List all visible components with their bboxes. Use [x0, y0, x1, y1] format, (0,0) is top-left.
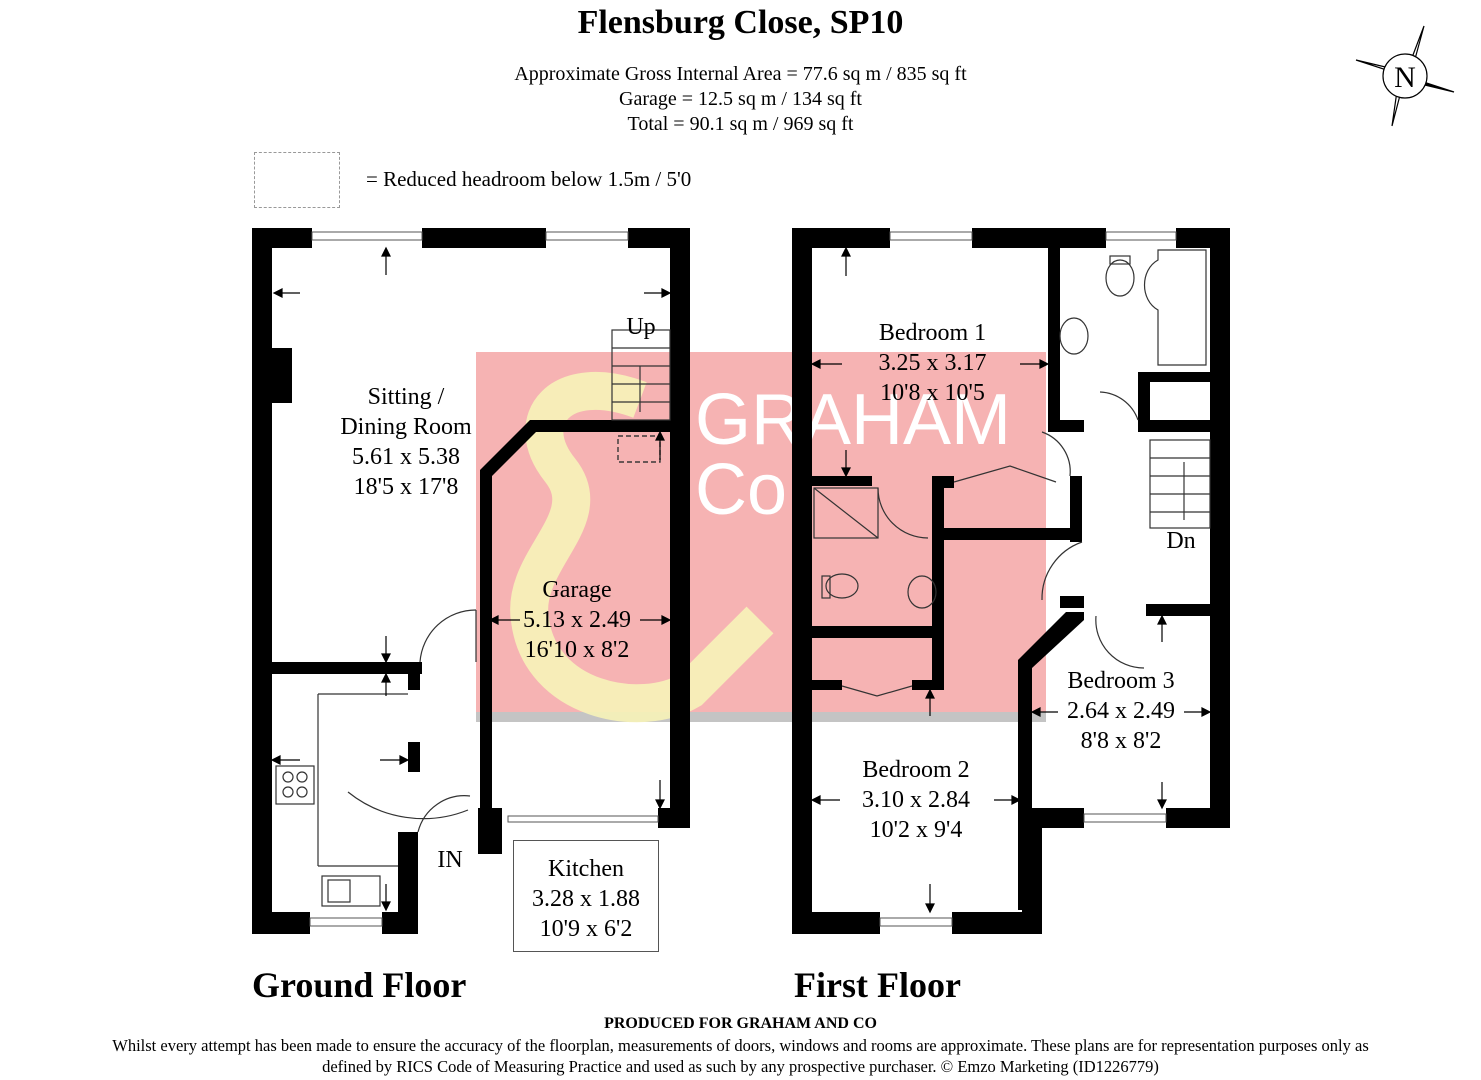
room-imperial: 10'2 x 9'4 [869, 817, 963, 843]
watermark-text-graham: GRAHAM [695, 380, 1011, 460]
room-metric: 5.13 x 2.49 [523, 607, 631, 633]
room-name: Bedroom 1 [878, 320, 987, 346]
room-imperial: 8'8 x 8'2 [1080, 728, 1162, 754]
room-label-sitting-dining: Sitting / Dining Room 5.61 x 5.38 18'5 x… [322, 382, 490, 502]
room-label-bedroom-2: Bedroom 2 3.10 x 2.84 10'2 x 9'4 [836, 755, 996, 845]
room-metric: 5.61 x 5.38 [352, 444, 460, 470]
ground-floor-label: Ground Floor [252, 965, 467, 1005]
first-floor-walls [792, 228, 1230, 934]
first-floor-fixtures [617, 249, 1211, 697]
room-name: Bedroom 2 [862, 757, 970, 783]
room-metric: 3.28 x 1.88 [532, 886, 640, 912]
room-name: Dining Room [340, 414, 472, 440]
room-name: Bedroom 3 [1067, 668, 1175, 694]
footer-disclaimer: Whilst every attempt has been made to en… [112, 1036, 1369, 1076]
garage-area-line: Garage = 12.5 sq m / 134 sq ft [619, 88, 862, 110]
kitchen-label-box [513, 840, 659, 952]
stairs-up-label: Up [626, 314, 656, 340]
headroom-legend-swatch [254, 152, 340, 208]
total-area-line: Total = 90.1 sq m / 969 sq ft [627, 113, 854, 135]
room-label-garage: Garage 5.13 x 2.49 16'10 x 8'2 [502, 575, 652, 665]
room-name: Kitchen [548, 856, 624, 882]
watermark-text-co: Co [695, 450, 787, 530]
room-name: Garage [542, 577, 612, 603]
room-imperial: 16'10 x 8'2 [524, 637, 630, 663]
area-summary: Approximate Gross Internal Area = 77.6 s… [0, 62, 1481, 137]
room-name: Sitting / [367, 384, 445, 410]
room-metric: 2.64 x 2.49 [1067, 698, 1175, 724]
stairs-down-label: Dn [1166, 528, 1196, 554]
room-metric: 3.10 x 2.84 [862, 787, 970, 813]
room-imperial: 10'9 x 6'2 [539, 916, 633, 942]
room-imperial: 18'5 x 17'8 [353, 474, 459, 500]
compass-north-label: N [1394, 61, 1416, 94]
room-label-bedroom-3: Bedroom 3 2.64 x 2.49 8'8 x 8'2 [1042, 666, 1200, 756]
first-floor-windows [879, 231, 1177, 927]
room-label-kitchen: Kitchen 3.28 x 1.88 10'9 x 6'2 [513, 854, 659, 944]
plan-title: Flensburg Close, SP10 [577, 4, 904, 41]
ground-floor-walls [252, 228, 690, 934]
room-imperial: 10'8 x 10'5 [880, 380, 985, 406]
room-label-bedroom-1: Bedroom 1 3.25 x 3.17 10'8 x 10'5 [850, 318, 1015, 408]
room-metric: 3.25 x 3.17 [878, 350, 987, 376]
headroom-legend-text: = Reduced headroom below 1.5m / 5'0 [366, 167, 692, 191]
ground-floor-windows [309, 231, 659, 927]
first-floor-label: First Floor [794, 965, 961, 1005]
north-compass-icon: N [1355, 25, 1455, 127]
entrance-label: IN [437, 847, 463, 873]
footer-heading: PRODUCED FOR GRAHAM AND CO [604, 1015, 877, 1032]
dimension-arrows [270, 246, 1212, 914]
gross-area-line: Approximate Gross Internal Area = 77.6 s… [514, 63, 967, 85]
